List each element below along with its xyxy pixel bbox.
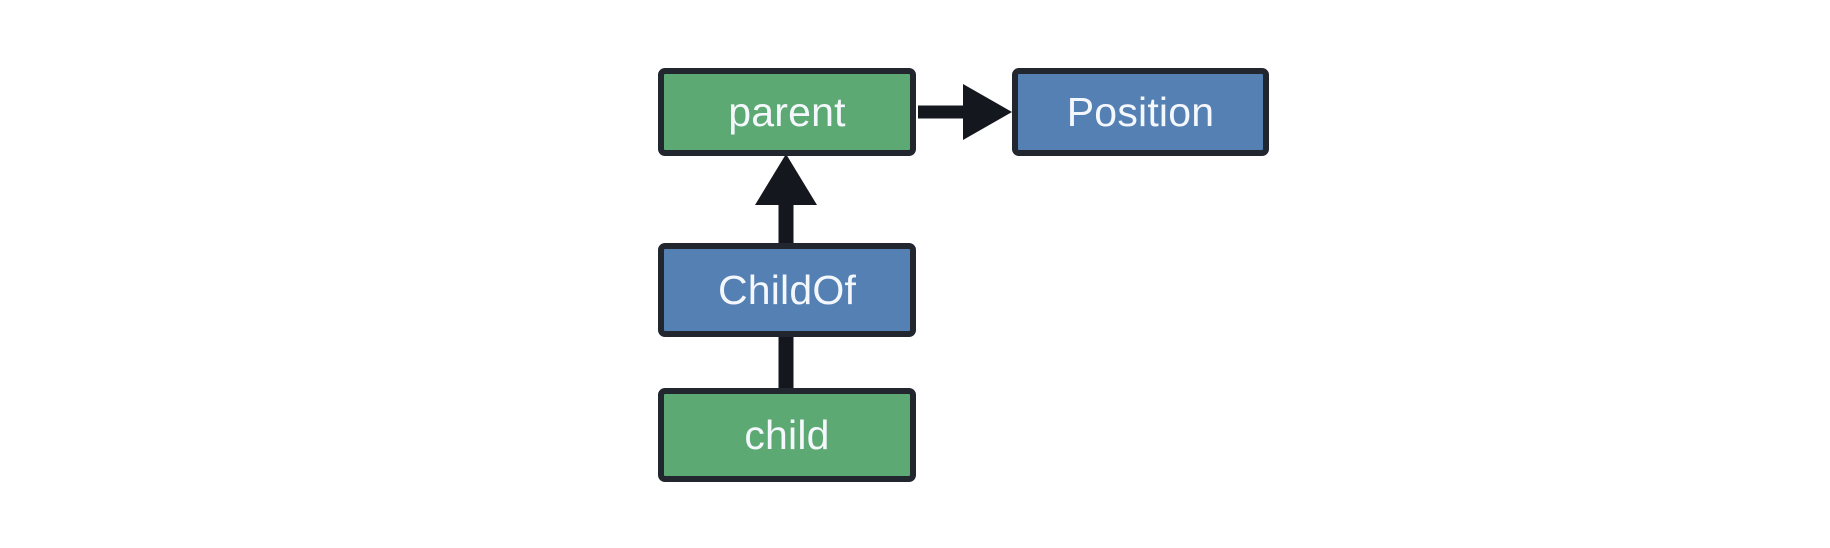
- node-parent[interactable]: parent: [658, 68, 916, 156]
- edge-parent-to-position: [918, 84, 1012, 140]
- node-position[interactable]: Position: [1012, 68, 1269, 156]
- node-childof-label: ChildOf: [717, 266, 857, 313]
- node-parent-label: parent: [728, 88, 846, 135]
- node-position-label: Position: [1066, 88, 1215, 135]
- node-child[interactable]: child: [658, 388, 916, 482]
- node-child-label: child: [744, 411, 830, 458]
- node-childof[interactable]: ChildOf: [658, 243, 916, 337]
- edge-childof-to-parent: [755, 154, 817, 243]
